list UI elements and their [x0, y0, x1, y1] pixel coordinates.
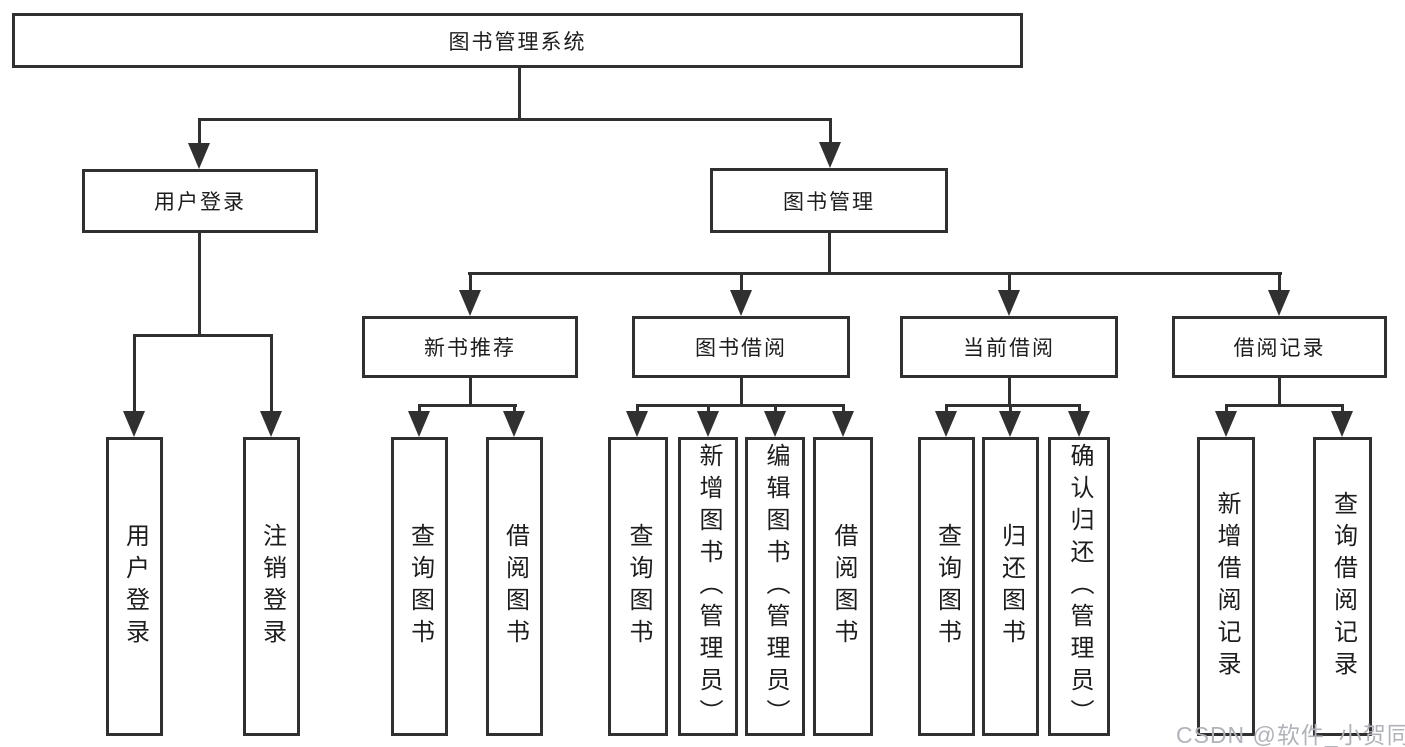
node-label: 新增借阅记录 [1213, 490, 1240, 683]
node-label: 用户登录 [121, 522, 149, 651]
watermark: CSDN @软件_小贺同学 [1176, 722, 1405, 747]
node-label: 当前借阅 [963, 337, 1055, 360]
connector-line [518, 67, 521, 120]
node-label: 编辑图书（管理员） [762, 442, 789, 731]
connector-line [133, 334, 273, 337]
connector-line [133, 334, 136, 416]
connector-line [1341, 404, 1344, 414]
connector-line [636, 404, 639, 414]
arrow-down-icon [1331, 411, 1353, 437]
arrow-down-icon [998, 290, 1020, 316]
connector-line [1008, 376, 1011, 406]
node-label: 图书管理 [783, 190, 875, 214]
arrow-down-icon [935, 411, 957, 437]
node-label: 新书推荐 [424, 337, 516, 360]
node-label: 查询借阅记录 [1329, 490, 1357, 683]
connector-line [270, 334, 273, 416]
leaf-confirm-return-admin: 确认归还（管理员） [1048, 437, 1110, 736]
arrow-down-icon [123, 411, 145, 437]
arrow-down-icon [819, 142, 841, 168]
node-root: 图书管理系统 [12, 13, 1023, 68]
node-user-login: 用户登录 [82, 169, 318, 233]
leaf-query-borrow-record: 查询借阅记录 [1313, 437, 1372, 736]
connector-line [418, 404, 421, 414]
leaf-logout: 注销登录 [243, 437, 300, 736]
leaf-user-login: 用户登录 [106, 437, 163, 736]
connector-line [1278, 272, 1281, 292]
node-book-borrow: 图书借阅 [632, 316, 850, 378]
connector-line [1225, 404, 1344, 407]
connector-line [513, 404, 516, 414]
node-borrow-records: 借阅记录 [1172, 316, 1387, 378]
connector-line [1008, 272, 1011, 292]
connector-line [774, 404, 777, 414]
node-label: 图书借阅 [695, 337, 787, 360]
node-book-management: 图书管理 [710, 168, 948, 233]
node-label: 确认归还（管理员） [1066, 442, 1093, 731]
leaf-add-book-admin: 新增图书（管理员） [678, 437, 738, 736]
leaf-query-books-2: 查询图书 [608, 437, 668, 736]
connector-line [1225, 404, 1228, 414]
arrow-down-icon [408, 411, 430, 437]
node-label: 借阅图书 [501, 522, 529, 651]
connector-line [469, 376, 472, 406]
connector-line [198, 118, 201, 148]
connector-line [469, 272, 472, 292]
arrow-down-icon [459, 290, 481, 316]
leaf-query-books: 查询图书 [391, 437, 448, 736]
connector-line [842, 404, 845, 414]
node-current-borrow: 当前借阅 [900, 316, 1118, 378]
connector-line [198, 118, 831, 121]
connector-line [945, 404, 948, 414]
node-label: 图书管理系统 [448, 30, 587, 54]
arrow-down-icon [260, 411, 282, 437]
arrow-down-icon [764, 411, 786, 437]
leaf-add-borrow-record: 新增借阅记录 [1197, 437, 1255, 736]
leaf-borrow-books-2: 借阅图书 [813, 437, 873, 736]
connector-line [829, 118, 832, 148]
arrow-down-icon [999, 411, 1021, 437]
node-label: 用户登录 [154, 191, 246, 214]
node-label: 查询图书 [625, 522, 652, 651]
connector-line [828, 230, 831, 275]
connector-line [198, 231, 201, 337]
arrow-down-icon [832, 411, 854, 437]
leaf-query-books-3: 查询图书 [918, 437, 975, 736]
arrow-down-icon [626, 411, 648, 437]
node-label: 注销登录 [258, 522, 286, 651]
leaf-edit-book-admin: 编辑图书（管理员） [745, 437, 805, 736]
connector-line [740, 376, 743, 406]
connector-line [468, 272, 1282, 275]
connector-line [418, 404, 517, 407]
arrow-down-icon [188, 143, 210, 169]
arrow-down-icon [730, 290, 752, 316]
node-label: 归还图书 [997, 522, 1025, 651]
node-label: 新增图书（管理员） [695, 442, 722, 731]
connector-line [1278, 376, 1281, 406]
node-label: 查询图书 [933, 522, 961, 651]
arrow-down-icon [1215, 411, 1237, 437]
connector-line [636, 404, 845, 407]
node-label: 借阅图书 [830, 522, 857, 651]
arrow-down-icon [697, 411, 719, 437]
arrow-down-icon [503, 411, 525, 437]
node-label: 借阅记录 [1233, 337, 1326, 360]
arrow-down-icon [1068, 411, 1090, 437]
connector-line [1009, 404, 1012, 414]
leaf-return-books: 归还图书 [982, 437, 1039, 736]
connector-line [945, 404, 1081, 407]
node-new-book-recommend: 新书推荐 [362, 316, 578, 378]
leaf-borrow-books: 借阅图书 [486, 437, 543, 736]
connector-line [740, 272, 743, 292]
connector-line [1078, 404, 1081, 414]
connector-line [707, 404, 710, 414]
arrow-down-icon [1268, 290, 1290, 316]
node-label: 查询图书 [406, 522, 434, 651]
